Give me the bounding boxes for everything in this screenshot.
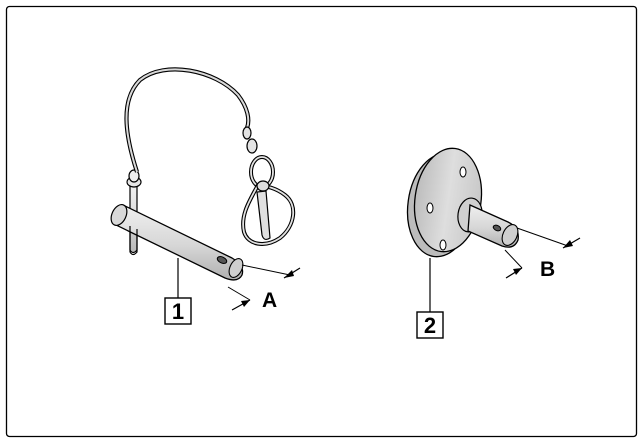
pin-cross-hole: [216, 256, 228, 264]
pin-with-retaining-clip: [110, 67, 301, 311]
flange-bolt-hole: [426, 202, 434, 214]
dimension-a-label: A: [262, 289, 277, 312]
dimension-a: [227, 264, 301, 311]
main-pin-head: [110, 204, 128, 226]
shaft-cross-hole: [492, 224, 502, 232]
callout-1: 1: [164, 297, 192, 325]
dimension-b: [504, 227, 581, 279]
linch-clip-stem: [256, 190, 271, 241]
figure-border: [5, 5, 638, 438]
callout-1-label: 1: [172, 299, 184, 324]
callout-2-label: 2: [424, 313, 436, 338]
retaining-cable: [124, 67, 251, 173]
callout-2: 2: [416, 311, 444, 339]
flanged-shaft: [406, 147, 581, 312]
chain-link: [242, 126, 252, 140]
dimension-b-label: B: [540, 258, 555, 281]
